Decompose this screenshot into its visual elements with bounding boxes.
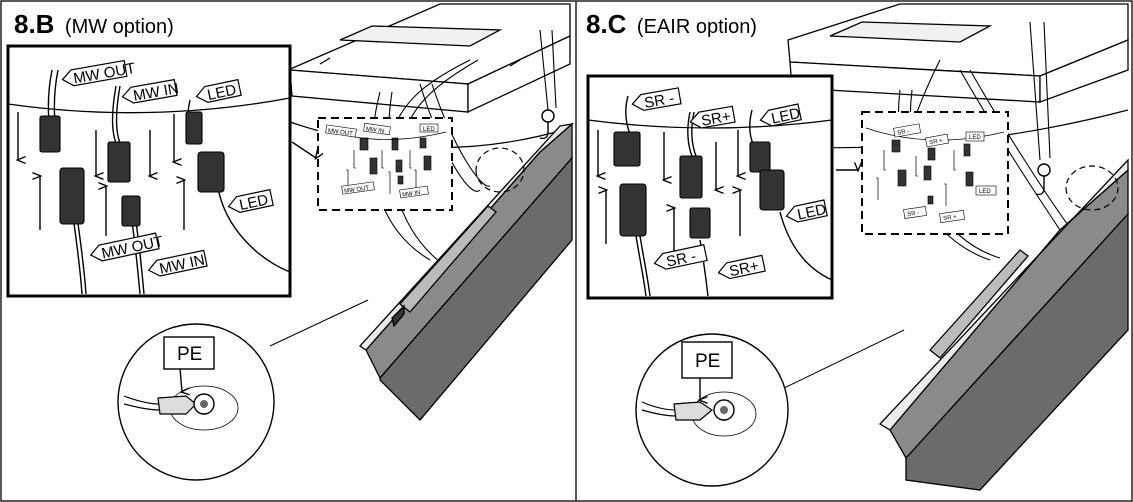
- zoom-label-sr-plus-bottom: SR+: [728, 257, 761, 280]
- pe-label: PE: [177, 344, 202, 365]
- panel-c-number: 8.C: [586, 9, 627, 39]
- panel-b-heading: 8.B (MW option): [14, 9, 174, 39]
- zoom-label-sr-minus-top: SR -: [643, 90, 676, 112]
- suspension-hook: [539, 109, 555, 140]
- zoom-label-led-bottom: LED: [238, 191, 270, 214]
- small-label-sr-minus-top: SR -: [897, 129, 910, 137]
- panel-c: SR - SR + LED LED SR - SR +: [586, 3, 1129, 491]
- pe-ground-detail-c: PE: [635, 329, 905, 487]
- small-label-led-bottom-c: LED: [979, 189, 991, 195]
- connector-zoom-box-c: SR - SR+ LED LED SR - SR+: [586, 74, 834, 300]
- pe-label-c: PE: [695, 351, 720, 372]
- small-label-mw-in-bottom: MW IN: [402, 190, 421, 198]
- led-light-panel-c: [878, 158, 1129, 491]
- small-label-sr-minus-bottom: SR -: [907, 210, 920, 218]
- panel-b-option: (MW option): [65, 16, 174, 38]
- connector-detail-small: MW OUT MW IN LED MW OUT MW IN: [317, 117, 453, 211]
- panel-b-number: 8.B: [14, 9, 54, 39]
- zoom-label-sr-plus-top: SR+: [700, 108, 732, 130]
- small-label-mw-in-top: MW IN: [365, 126, 384, 134]
- panel-c-option: (EAIR option): [637, 16, 757, 38]
- ceiling-junction-box: [287, 3, 571, 114]
- small-label-led-top: LED: [423, 127, 435, 133]
- detail-circle-small-c: [1065, 165, 1119, 211]
- small-label-mw-out-top: MW OUT: [327, 128, 353, 137]
- zoom-label-led-top-c: LED: [770, 105, 802, 128]
- ceiling-junction-box-c: [787, 3, 1129, 103]
- small-label-sr-plus-bottom: SR +: [943, 214, 958, 222]
- zoom-label-sr-minus-bottom: SR -: [665, 248, 698, 271]
- small-label-led-top-c: LED: [969, 135, 981, 141]
- connector-zoom-box: MW OUT MW IN LED LED MW OUT MW IN: [6, 44, 292, 298]
- panel-c-heading: 8.C (EAIR option): [586, 9, 757, 39]
- suspension-hook-c: [1035, 163, 1051, 196]
- small-label-sr-plus-top: SR +: [929, 138, 944, 146]
- pointer-arrow: [291, 141, 316, 158]
- connector-detail-small-c: SR - SR + LED LED SR - SR +: [861, 111, 1009, 235]
- zoom-label-led-bottom-c: LED: [796, 201, 828, 224]
- zoom-label-led-top: LED: [206, 81, 238, 104]
- small-label-mw-out-bottom: MW OUT: [344, 185, 370, 194]
- led-light-panel: [359, 122, 575, 421]
- panel-b: MW OUT MW IN LED MW OUT MW IN: [6, 3, 575, 481]
- detail-circle-small: [475, 147, 525, 193]
- pe-ground-detail: PE: [117, 299, 369, 481]
